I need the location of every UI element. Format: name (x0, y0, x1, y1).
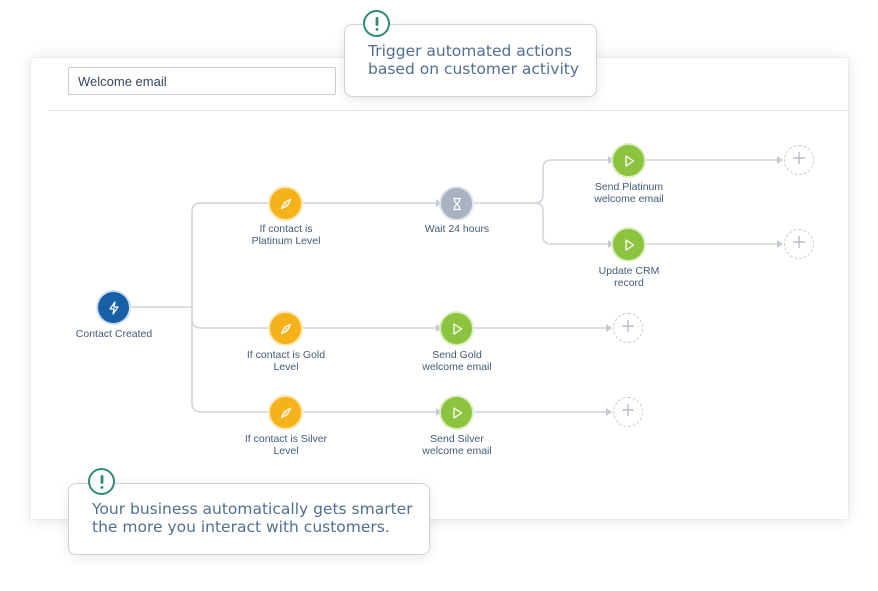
connector-to-gold (191, 307, 270, 329)
plus-icon (792, 151, 806, 170)
silver-branch-node[interactable] (270, 397, 301, 428)
exclamation-icon (363, 10, 390, 37)
compass-icon (279, 322, 293, 336)
plus-icon (792, 235, 806, 254)
arrowhead (608, 156, 614, 164)
play-icon (622, 154, 636, 168)
wait-node[interactable] (441, 188, 472, 219)
platinum-branch-label: If contact is Platinum Level (251, 223, 321, 247)
platinum-branch-node[interactable] (270, 188, 301, 219)
hourglass-icon (450, 197, 464, 211)
arrowhead (436, 324, 442, 332)
arrowhead (606, 408, 612, 416)
callout-line: Trigger automated actions (368, 42, 573, 60)
send-platinum-node[interactable] (613, 145, 644, 176)
callout-line: based on customer activity (368, 60, 579, 78)
contact-created-node[interactable] (98, 292, 129, 323)
exclamation-icon (88, 468, 115, 495)
add-step-button[interactable] (784, 229, 814, 259)
update-crm-node[interactable] (613, 229, 644, 260)
silver-branch-label: If contact is Silver Level (244, 433, 328, 457)
callout-line: the more you interact with customers. (92, 518, 390, 536)
add-step-button[interactable] (613, 397, 643, 427)
arrowhead (436, 199, 442, 207)
play-icon (450, 406, 464, 420)
add-step-button[interactable] (784, 145, 814, 175)
compass-icon (279, 197, 293, 211)
arrowhead (608, 240, 614, 248)
send-platinum-label: Send Platinum welcome email (594, 181, 664, 205)
workflow-name-input[interactable] (68, 67, 336, 95)
trigger-actions-callout: Trigger automated actions based on custo… (344, 24, 597, 97)
header-divider (48, 110, 848, 111)
lightning-icon (107, 300, 121, 315)
update-crm-label: Update CRM record (598, 265, 660, 289)
connector-to-send-platinum (534, 159, 613, 204)
arrowhead (606, 324, 612, 332)
arrowhead (777, 156, 783, 164)
arrowhead (436, 408, 442, 416)
contact-created-label: Contact Created (75, 328, 153, 340)
send-gold-node[interactable] (441, 313, 472, 344)
play-icon (622, 238, 636, 252)
connector-to-platinum (191, 202, 270, 307)
play-icon (450, 322, 464, 336)
add-step-button[interactable] (613, 313, 643, 343)
callout-line: Your business automatically gets smarter (92, 500, 413, 518)
send-gold-label: Send Gold welcome email (422, 349, 492, 373)
smarter-business-callout: Your business automatically gets smarter… (68, 483, 430, 555)
plus-icon (621, 403, 635, 422)
arrowhead (777, 240, 783, 248)
gold-branch-label: If contact is Gold Level (246, 349, 326, 373)
connector-to-update-crm (534, 202, 613, 245)
connector-to-silver (191, 319, 270, 413)
gold-branch-node[interactable] (270, 313, 301, 344)
compass-icon (279, 406, 293, 420)
wait-label: Wait 24 hours (424, 223, 490, 235)
plus-icon (621, 319, 635, 338)
send-silver-node[interactable] (441, 397, 472, 428)
send-silver-label: Send Silver welcome email (422, 433, 492, 457)
workflow-canvas (31, 58, 848, 519)
